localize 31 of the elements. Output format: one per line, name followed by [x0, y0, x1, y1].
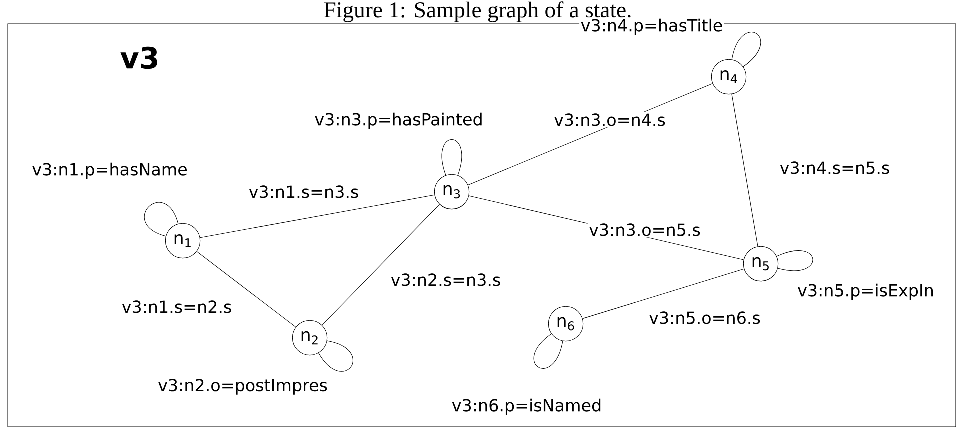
- self-loop: [144, 202, 179, 237]
- graph-node: n$_{4}$: [711, 59, 747, 95]
- self-loop: [318, 340, 354, 372]
- self-loop: [442, 139, 462, 176]
- edge-line: [732, 94, 758, 247]
- self-loop: [732, 32, 762, 68]
- graph-node: n$_{5}$: [743, 246, 779, 282]
- edge-label: v3:n5.o=n6.s: [648, 310, 762, 326]
- edge-label: v3:n5.p=isExpIn: [796, 282, 936, 302]
- edge-label: v3:n2.s=n3.s: [390, 272, 502, 288]
- edge-label: v3:n2.o=postImpres: [156, 378, 330, 396]
- graph-node: n$_{1}$: [165, 223, 201, 259]
- edge-label: v3:n4.p=hasTitle: [580, 18, 724, 36]
- edge-label: v3:n3.o=n5.s: [588, 222, 702, 238]
- edge-label: v3:n1.s=n2.s: [120, 299, 234, 315]
- edge-label: v3:n3.o=n4.s: [552, 112, 668, 128]
- edge-line: [196, 251, 296, 328]
- edge-line: [200, 194, 435, 238]
- self-loop: [776, 250, 814, 271]
- edge-line: [582, 268, 744, 320]
- edge-label: v3:n1.p=hasName: [30, 162, 190, 180]
- self-loop: [534, 334, 564, 369]
- edge-line: [322, 204, 440, 326]
- graph-node: n$_{2}$: [292, 320, 328, 356]
- edge-label: v3:n4.s=n5.s: [778, 160, 892, 176]
- title: v3: [120, 46, 158, 70]
- graph-node: n$_{6}$: [548, 306, 584, 342]
- edge-label: v3:n1.s=n3.s: [248, 184, 360, 200]
- edge-label: v3:n3.p=hasPainted: [313, 112, 485, 130]
- edge-label: v3:n6.p=isNamed: [450, 398, 604, 416]
- graph-node: n$_{3}$: [434, 174, 470, 210]
